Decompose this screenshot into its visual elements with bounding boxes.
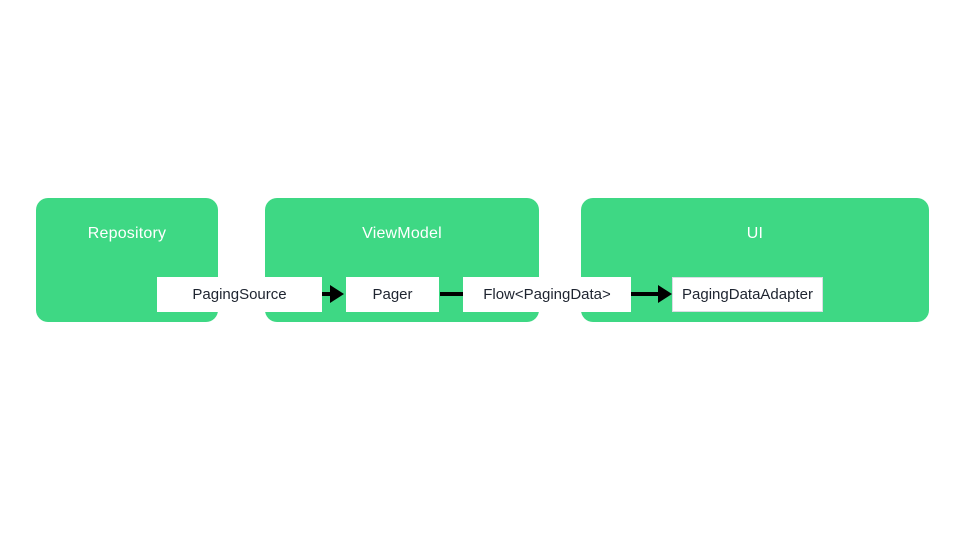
connector-flow-to-pagingdataadapter bbox=[631, 292, 661, 296]
node-flow-pagingdata: Flow<PagingData> bbox=[463, 277, 631, 312]
arrowhead-right-icon-to-pager bbox=[330, 285, 344, 303]
node-paging-source: PagingSource bbox=[157, 277, 322, 312]
layer-title-ui: UI bbox=[746, 225, 764, 242]
connector-pagingsource-to-pager bbox=[322, 292, 334, 296]
layer-box-repository: Repository bbox=[36, 198, 218, 322]
arrowhead-right-icon-to-pagingdataadapter bbox=[658, 285, 672, 303]
connector-pager-to-flow bbox=[440, 292, 463, 296]
layer-title-repository: Repository bbox=[87, 225, 167, 242]
node-paging-data-adapter: PagingDataAdapter bbox=[672, 277, 823, 312]
layer-title-viewmodel: ViewModel bbox=[362, 225, 442, 242]
node-pager: Pager bbox=[346, 277, 439, 312]
